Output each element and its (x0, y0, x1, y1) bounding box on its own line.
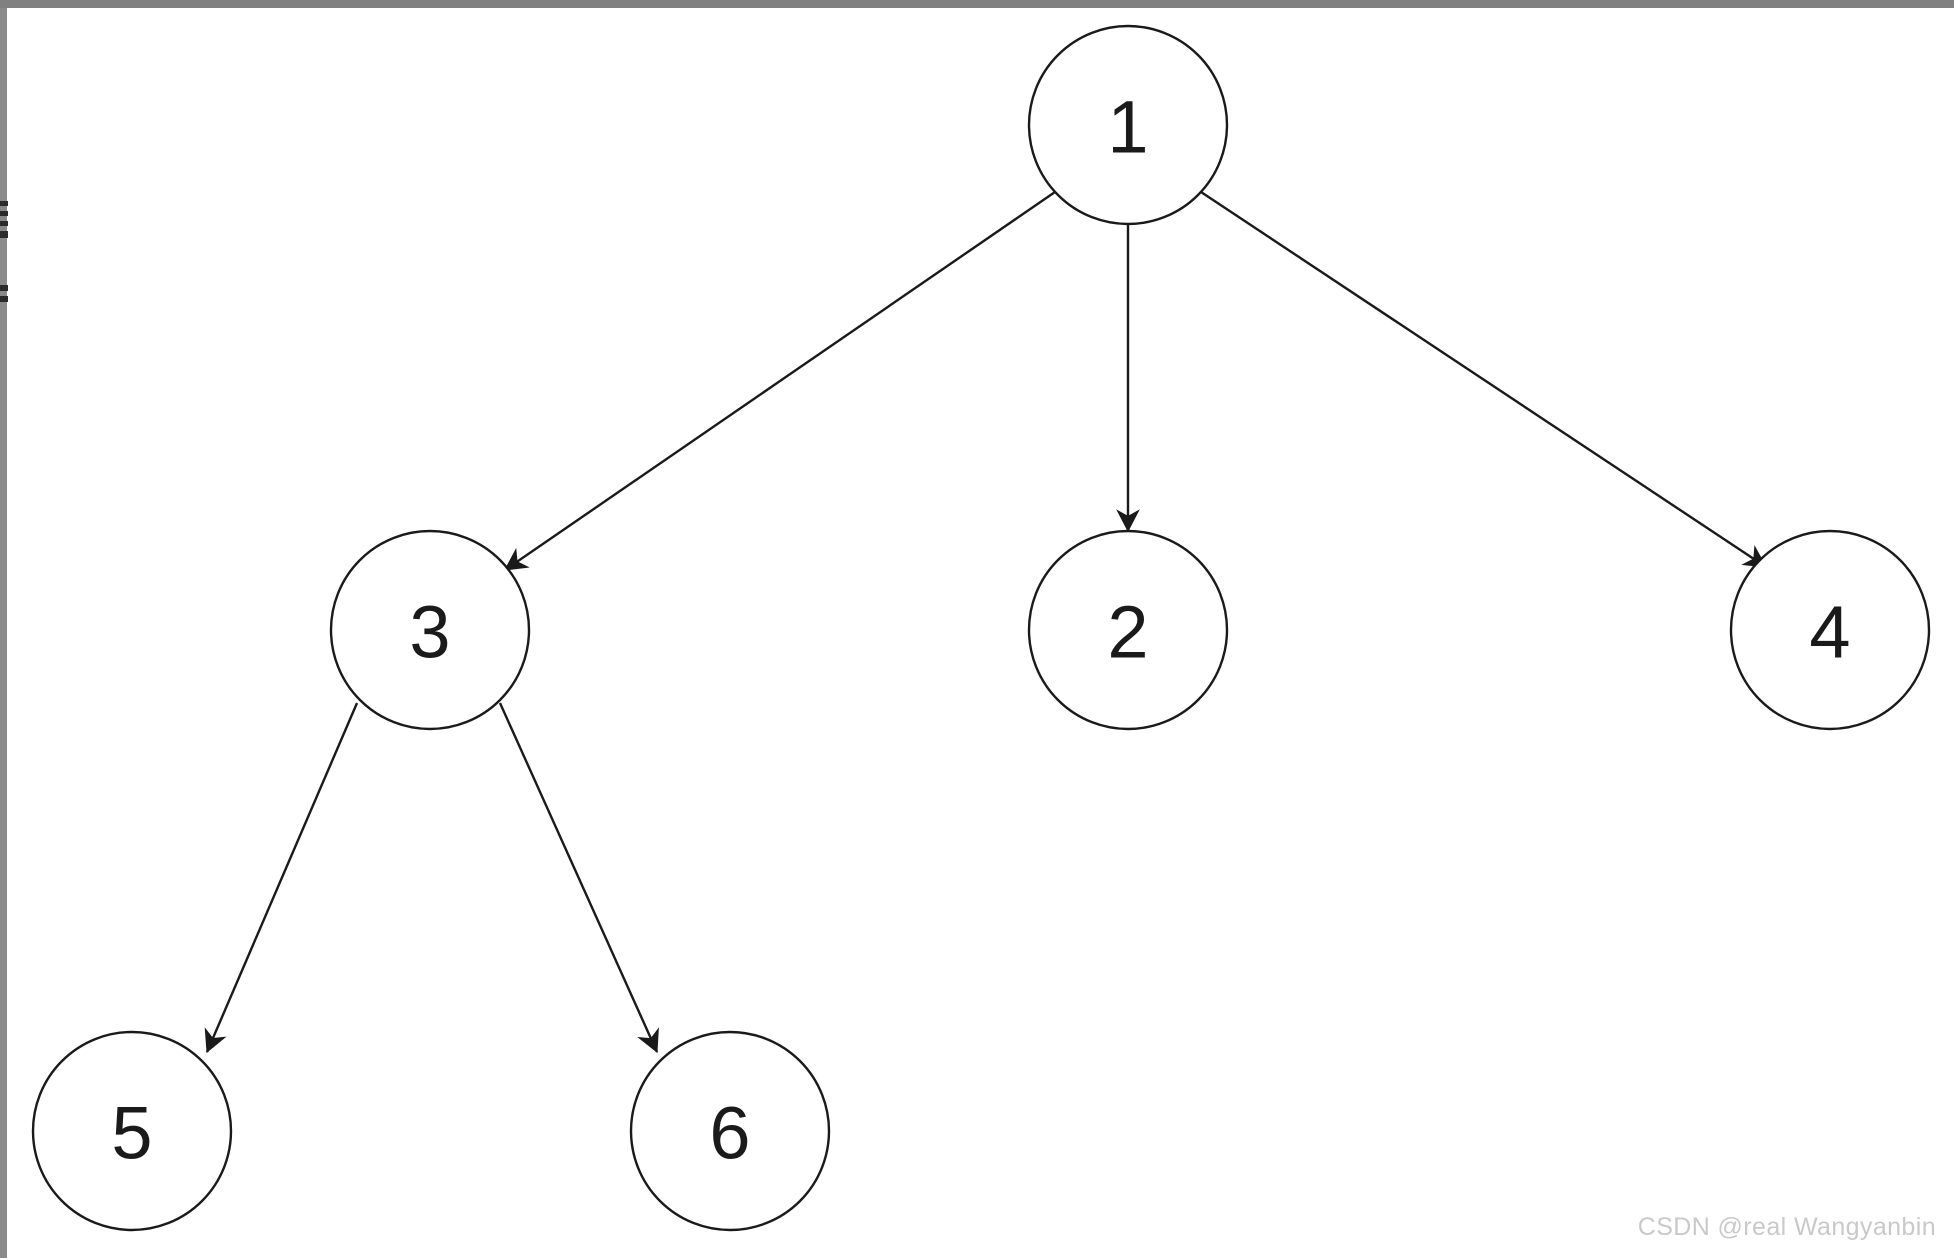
nodes-layer: 1 3 2 4 5 6 (31, 24, 1931, 1232)
node-6[interactable]: 6 (629, 1030, 831, 1232)
clipped-text-fragment (0, 221, 8, 226)
edge-3-to-5 (204, 702, 359, 1054)
node-circle-4[interactable] (1729, 529, 1931, 731)
edges-layer (204, 191, 1767, 1054)
node-4[interactable]: 4 (1729, 529, 1931, 731)
node-3[interactable]: 3 (329, 529, 531, 731)
node-5[interactable]: 5 (31, 1030, 233, 1232)
node-label-4: 4 (1809, 591, 1850, 674)
edge-1-to-4 (1200, 191, 1767, 568)
node-label-6: 6 (709, 1092, 750, 1175)
clipped-text-fragment (0, 201, 8, 206)
node-label-1: 1 (1107, 86, 1148, 169)
clipped-text-fragment (0, 285, 8, 291)
node-circle-3[interactable] (329, 529, 531, 731)
edge-3-to-6 (498, 702, 659, 1054)
node-label-5: 5 (111, 1092, 152, 1175)
node-circle-5[interactable] (31, 1030, 233, 1232)
document-left-edge (0, 8, 7, 1258)
node-1[interactable]: 1 (1027, 24, 1229, 226)
node-circle-2[interactable] (1027, 529, 1229, 731)
node-label-2: 2 (1107, 591, 1148, 674)
document-top-edge (0, 0, 1954, 8)
csdn-watermark: CSDN @real Wangyanbin (1637, 1213, 1936, 1241)
clipped-text-fragment (0, 231, 8, 238)
node-label-3: 3 (409, 591, 450, 674)
clipped-text-fragment (0, 211, 8, 216)
clipped-text-fragment (0, 296, 8, 302)
edge-1-to-3 (504, 191, 1056, 571)
node-circle-6[interactable] (629, 1030, 831, 1232)
node-2[interactable]: 2 (1027, 529, 1229, 731)
node-circle-1[interactable] (1027, 24, 1229, 226)
